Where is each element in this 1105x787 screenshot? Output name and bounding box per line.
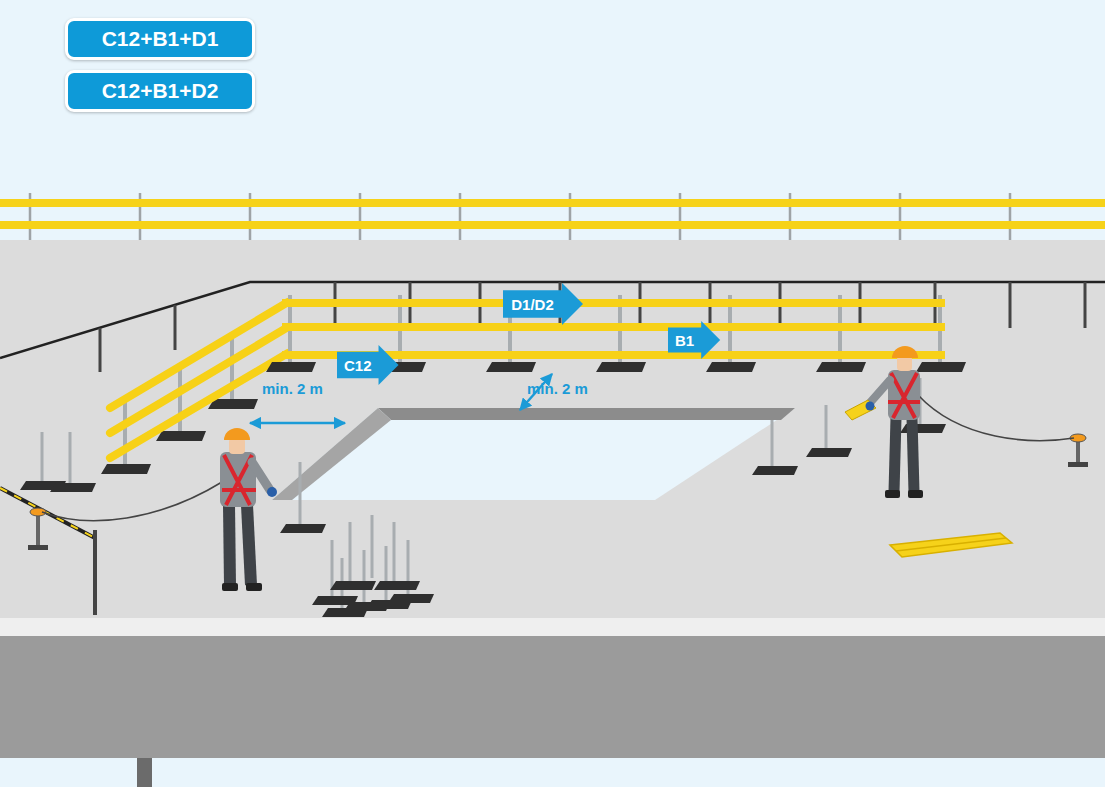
guardrail-rail [110,327,288,433]
worker-leg [247,505,251,585]
lanyard [42,482,222,521]
ballast-base [706,362,756,372]
stacked-post [363,550,366,606]
tag-text: C12 [344,357,372,374]
combination-badge: C12+B1+D1 [65,18,255,60]
ballast-base [208,399,258,409]
ballast-base [916,362,966,372]
worker-face [229,438,245,454]
roof-surface [0,240,1105,620]
worker-shoe [885,490,900,498]
ballast-base [156,431,206,441]
stacked-post [393,522,396,585]
worker-glove [267,487,277,497]
worker-leg [894,418,896,492]
building-post [137,758,152,787]
arrow-tag: D1/D2 [503,283,583,325]
far-rail [0,221,1105,229]
perimeter-post [99,328,102,372]
ballast-base [752,466,798,475]
roof-opening [272,408,795,500]
worker-leg [912,418,914,492]
ballast-base [374,581,420,590]
ballast-base [806,448,852,457]
arrow-fill [503,283,583,325]
guardrail-rail [282,323,945,331]
worker-leg [229,505,230,585]
arrow-tag: C12 [337,345,399,385]
guardrail-post [178,365,182,435]
worker-shoe [246,583,262,591]
ballast-base [101,464,151,474]
guardrail-post [123,398,127,468]
ballast-base [330,581,376,590]
guardrail-rail [110,302,288,408]
perimeter-post [1084,282,1087,328]
ballast-base [486,362,536,372]
dimension-line [250,422,345,425]
stacked-post [385,546,388,604]
ballast-base [50,483,96,492]
worker-arm [868,380,890,405]
ballast-base [280,524,326,533]
edge-rope [0,488,95,538]
hard-hat [224,428,250,440]
worker-arm [252,462,270,490]
tag-text: D1/D2 [511,296,554,313]
roof-edge [0,618,1105,636]
dimension-label: min. 2 m [527,380,588,397]
ballast-base [816,362,866,372]
lanyard [918,395,1074,441]
worker-face [897,356,912,371]
tag-text: B1 [675,332,694,349]
rail-bundle-edge [896,538,1006,551]
anchor-post [36,512,40,545]
loose-post [41,432,44,485]
tag-text: C12+B1+D2 [102,79,219,103]
rail-bundle [890,533,1012,557]
anchor-base [1068,462,1088,467]
building-face [0,636,1105,758]
guardrail-post [230,333,234,403]
loose-post [825,405,828,452]
arrow-tag: B1 [668,321,720,359]
stacked-post [349,522,352,585]
edge-rope-marking [0,488,95,538]
worker-shoe [908,490,923,498]
opening-wall [378,408,795,420]
worker-shoe [222,583,238,591]
arrow-fill [668,321,720,359]
perimeter-post [174,305,177,350]
hard-hat [892,346,918,358]
ballast-base [596,362,646,372]
stacked-post [331,540,334,600]
perimeter-post [1009,282,1012,328]
combination-badge: C12+B1+D2 [65,70,255,112]
loose-post [771,420,774,470]
anchor-base [28,545,48,550]
edge-post [93,530,97,615]
far-rail [0,199,1105,207]
guardrail-rail [110,353,288,458]
loose-post [69,432,72,485]
tag-text: C12+B1+D1 [102,27,219,51]
stacked-post [371,515,374,578]
ballast-base [266,362,316,372]
worker-glove [866,402,875,411]
tablet [845,400,876,420]
dimension-label: min. 2 m [262,380,323,397]
guardrail-rail [282,299,945,307]
loose-post [299,462,302,528]
arrow-fill [337,345,399,385]
ballast-base [388,594,434,603]
